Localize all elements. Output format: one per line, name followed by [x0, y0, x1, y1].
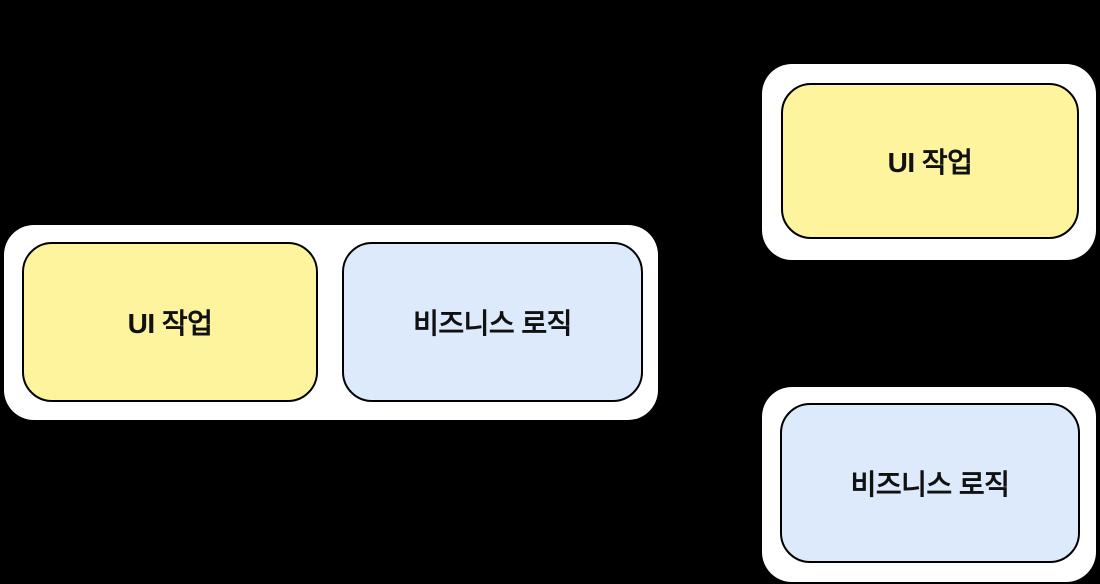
business-logic-label: 비즈니스 로직 [413, 308, 572, 339]
ui-work-label: UI 작업 [127, 308, 213, 339]
business-logic-box-separated: 비즈니스 로직 [780, 403, 1080, 563]
ui-work-box-combined: UI 작업 [22, 242, 318, 402]
combined-thread-container: UI 작업 비즈니스 로직 [4, 225, 658, 420]
ui-thread-container: UI 작업 [762, 64, 1096, 260]
business-logic-box-combined: 비즈니스 로직 [342, 242, 643, 402]
ui-work-label: UI 작업 [887, 147, 973, 178]
ui-work-box-separated: UI 작업 [781, 83, 1079, 239]
logic-thread-container: 비즈니스 로직 [762, 387, 1096, 582]
business-logic-label: 비즈니스 로직 [850, 469, 1010, 500]
